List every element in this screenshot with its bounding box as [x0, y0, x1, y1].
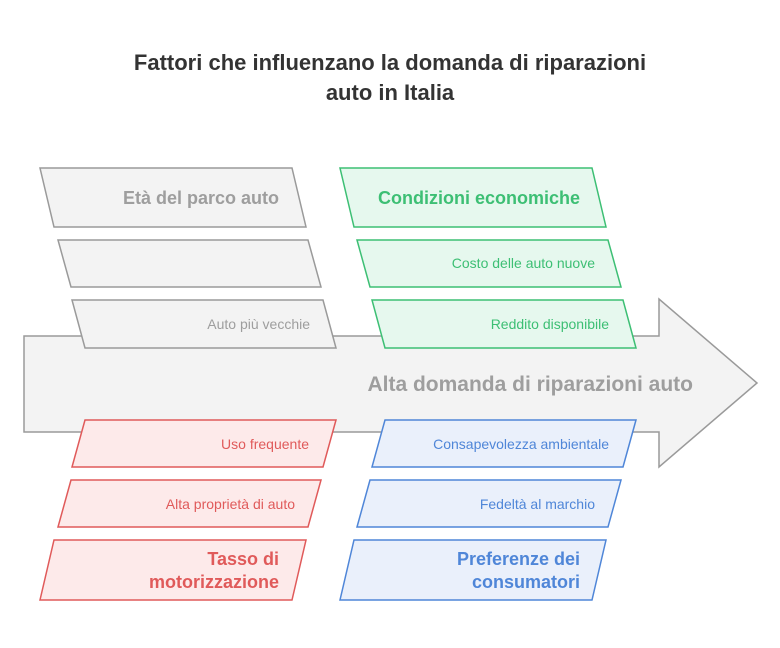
- eta-header-box: [39, 167, 307, 228]
- spine-label: Alta domanda di riparazioni auto: [367, 373, 693, 396]
- eta-header-label: Età del parco auto: [123, 188, 279, 208]
- eta-item-box-1: [57, 239, 322, 288]
- eta-item-label-2: Auto più vecchie: [207, 316, 310, 332]
- condizioni-item-box-2: [371, 299, 637, 349]
- condizioni-header-label: Condizioni economiche: [378, 188, 580, 208]
- preferenze-item-label-2: Fedeltà al marchio: [480, 496, 595, 512]
- category-condizioni-economiche: Condizioni economiche Costo delle auto n…: [339, 167, 637, 349]
- category-preferenze-consumatori: Consapevolezza ambientale Fedeltà al mar…: [339, 419, 637, 601]
- title-line-2: auto in Italia: [325, 80, 455, 105]
- motorizzazione-item-label-1: Uso frequente: [221, 436, 309, 452]
- category-tasso-motorizzazione: Uso frequente Alta proprietà di auto Tas…: [39, 419, 337, 601]
- motorizzazione-item-box-1: [71, 419, 337, 468]
- condizioni-item-label-2: Reddito disponibile: [491, 316, 610, 332]
- diagram-title: Fattori che influenzano la domanda di ri…: [0, 48, 780, 108]
- title-line-1: Fattori che influenzano la domanda di ri…: [133, 50, 647, 75]
- category-eta-parco: Età del parco auto Auto più vecchie: [39, 167, 337, 349]
- preferenze-header-line-1: Preferenze dei: [457, 549, 580, 569]
- condizioni-header-box: [339, 167, 607, 228]
- motorizzazione-header-line-2: motorizzazione: [149, 572, 279, 592]
- motorizzazione-item-box-2: [57, 479, 322, 528]
- condizioni-item-label-1: Costo delle auto nuove: [452, 255, 595, 271]
- motorizzazione-item-label-2: Alta proprietà di auto: [166, 496, 295, 512]
- preferenze-item-label-1: Consapevolezza ambientale: [433, 436, 609, 452]
- preferenze-item-box-2: [356, 479, 622, 528]
- preferenze-header-line-2: consumatori: [472, 572, 580, 592]
- eta-item-box-2: [71, 299, 337, 349]
- preferenze-item-box-1: [371, 419, 637, 468]
- condizioni-item-box-1: [356, 239, 622, 288]
- motorizzazione-header-box: [39, 539, 307, 601]
- preferenze-header-box: [339, 539, 607, 601]
- motorizzazione-header-line-1: Tasso di: [207, 549, 279, 569]
